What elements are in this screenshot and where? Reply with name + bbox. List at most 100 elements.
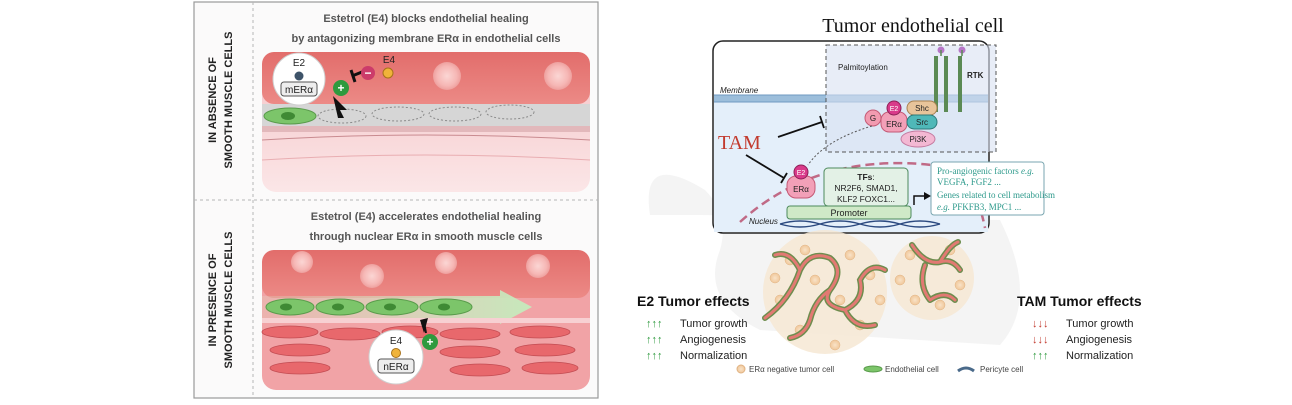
promoter-box xyxy=(786,205,912,220)
red-blood-cell xyxy=(291,251,313,273)
rtk-receptor: RTK xyxy=(934,46,984,112)
genes-line4-text: PFKFB3, MPC1 ... xyxy=(950,202,1021,212)
shc-label: Shc xyxy=(915,104,929,113)
promoter-label: Promoter xyxy=(830,208,867,218)
nucleus-label: Nucleus xyxy=(749,217,778,226)
bottom-title-line2: through nuclear ERα in smooth muscle cel… xyxy=(310,231,543,243)
red-blood-cell xyxy=(433,62,461,90)
tumor-left xyxy=(762,230,888,354)
nera-receptor xyxy=(377,358,415,374)
tam-effect-label: Normalization xyxy=(1066,350,1133,362)
left-panel: IN ABSENCE OF SMOOTH MUSCLE CELLS IN PRE… xyxy=(193,1,599,399)
smooth-muscle-cells xyxy=(261,325,579,377)
e2-effect-label: Angiogenesis xyxy=(680,334,747,346)
e2-nuclear xyxy=(793,164,809,180)
translocation-arrow xyxy=(807,125,873,166)
genes-line1: Pro-angiogenic factors e.g. xyxy=(937,166,1034,176)
palmitoylation-label: Palmitoylation xyxy=(838,63,888,72)
svg-text:−: − xyxy=(364,66,371,80)
top-basement-membrane xyxy=(262,126,590,132)
e2-effect-arrows: ↑↑↑ xyxy=(646,334,663,346)
legend-tumor-cell: ERα negative tumor cell xyxy=(749,365,834,374)
svg-text:+: + xyxy=(337,81,344,95)
transcription-arrow-icon xyxy=(913,195,924,205)
bottom-inset-e4-label: E4 xyxy=(390,336,403,347)
tfs-line2: KLF2 FOXC1... xyxy=(837,194,895,204)
e2-effect-arrows: ↑↑↑ xyxy=(646,350,663,362)
tam-effect-arrows: ↓↓↓ xyxy=(1032,334,1049,346)
red-blood-cell xyxy=(544,62,572,90)
plus-icon xyxy=(333,80,349,96)
tam-inhibit-nuclear-line xyxy=(745,154,785,179)
src-label: Src xyxy=(916,118,928,127)
e4-ligand xyxy=(391,348,401,358)
tam-effect-arrows: ↑↑↑ xyxy=(1032,350,1049,362)
endothelial-cell-icon xyxy=(863,365,883,373)
tfs-line1: NR2F6, SMAD1, xyxy=(834,183,897,193)
genes-line1-eg: e.g. xyxy=(1021,166,1034,176)
membrane-era-complex: G ERα E2 Shc Src Pi3K xyxy=(864,100,938,148)
bottom-endothelial-cells xyxy=(265,298,473,316)
e2-effect-label: Tumor growth xyxy=(680,318,747,330)
genes-line2: VEGFA, FGF2 ... xyxy=(937,177,1001,187)
genes-line4-eg: e.g. xyxy=(937,202,950,212)
red-blood-cell xyxy=(435,252,457,274)
top-e4-label: E4 xyxy=(383,55,396,66)
bottom-vessel: E4 nERα + xyxy=(261,250,590,390)
bottom-inset-receptor-label: nERα xyxy=(383,362,408,373)
tam-effect-arrows: ↓↓↓ xyxy=(1032,318,1049,330)
bottom-vessel-lumen xyxy=(262,250,590,298)
genes-box xyxy=(930,161,1045,216)
era-nuclear-label: ERα xyxy=(793,185,809,194)
tfs-title: TFs xyxy=(857,172,872,182)
tam-inhibit-membrane-line xyxy=(777,121,823,138)
e2-effect-label: Normalization xyxy=(680,350,747,362)
cell-title: Tumor endothelial cell xyxy=(822,15,1004,37)
e2-effect-arrows: ↑↑↑ xyxy=(646,318,663,330)
tfs-title-line: TFs: xyxy=(857,172,875,182)
tam-effect-label: Angiogenesis xyxy=(1066,334,1133,346)
side-label-bottom-line1: IN PRESENCE OF xyxy=(207,253,219,346)
e2-effects: E2 Tumor effects ↑↑↑ Tumor growth ↑↑↑ An… xyxy=(637,293,750,362)
legend-pericyte-cell: Pericyte cell xyxy=(980,365,1023,374)
pericyte-cell-icon xyxy=(957,366,975,373)
src-protein xyxy=(906,114,938,130)
e4-ligand xyxy=(382,67,394,79)
legend-endothelial-cell: Endothelial cell xyxy=(885,365,939,374)
genes-line4: e.g. PFKFB3, MPC1 ... xyxy=(937,202,1021,212)
top-title-line2: by antagonizing membrane ERα in endothel… xyxy=(292,33,561,45)
e2-nuclear-label: E2 xyxy=(797,170,806,177)
e2-membrane-label: E2 xyxy=(890,106,899,113)
e2-ligand xyxy=(294,71,304,81)
bottom-title-line1: Estetrol (E4) accelerates endothelial he… xyxy=(311,211,541,223)
tam-effects-title: TAM Tumor effects xyxy=(1017,293,1142,309)
tam-effect-label: Tumor growth xyxy=(1066,318,1133,330)
pi3k-label: Pi3K xyxy=(910,135,928,144)
genes-line1-text: Pro-angiogenic factors xyxy=(937,166,1021,176)
pi3k-protein xyxy=(900,130,936,148)
side-label-top-line2: SMOOTH MUSCLE CELLS xyxy=(223,32,235,169)
tam-effects: TAM Tumor effects ↓↓↓ Tumor growth ↓↓↓ A… xyxy=(1017,293,1142,362)
tam-label: TAM xyxy=(718,132,761,154)
top-inset-receptor-label: mERα xyxy=(285,85,313,96)
tfs-colon: : xyxy=(872,172,874,182)
g-protein-label: G xyxy=(870,114,876,123)
era-membrane-label: ERα xyxy=(886,120,902,129)
top-vessel: E2 mERα + − E4 xyxy=(261,52,591,192)
membrane-label: Membrane xyxy=(720,86,759,95)
legend: ERα negative tumor cell Endothelial cell… xyxy=(736,364,1023,374)
red-blood-cell xyxy=(360,264,384,288)
right-panel: Tumor endothelial cell Membrane Palmitoy… xyxy=(637,15,1142,374)
e2-membrane xyxy=(886,100,902,116)
genes-line3: Genes related to cell metabolism xyxy=(937,190,1055,200)
tumor-cell-icon xyxy=(736,364,746,374)
arrow-down-icon xyxy=(333,96,347,118)
top-inset-e2-label: E2 xyxy=(293,58,306,69)
rtk-label: RTK xyxy=(967,71,984,80)
mera-receptor xyxy=(280,81,318,97)
top-title-line1: Estetrol (E4) blocks endothelial healing xyxy=(323,13,528,25)
side-label-top-line1: IN ABSENCE OF xyxy=(207,57,219,143)
side-label-bottom-line2: SMOOTH MUSCLE CELLS xyxy=(223,232,235,369)
e2-effects-title: E2 Tumor effects xyxy=(637,293,750,309)
